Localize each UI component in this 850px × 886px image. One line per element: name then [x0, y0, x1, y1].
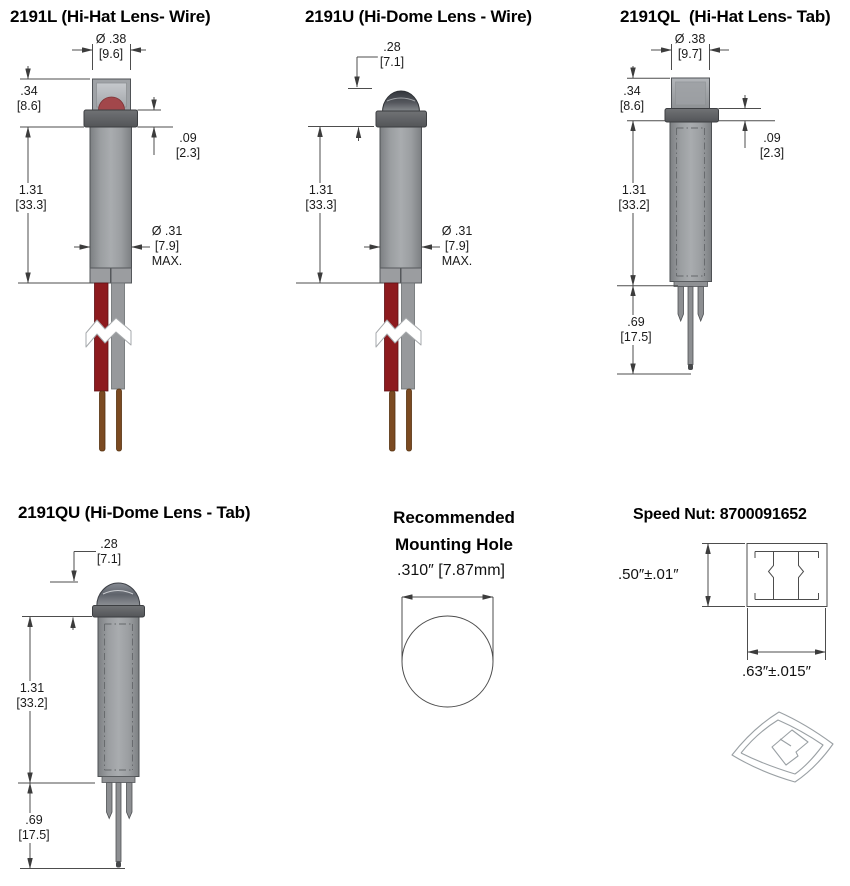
body-cylinder	[89, 126, 132, 269]
dim-2191ql-body-length: 1.31[33.2]	[616, 183, 652, 213]
wire-sleeve-left	[89, 267, 111, 284]
drawing-mounting-hole	[401, 594, 494, 708]
pin-tip	[688, 364, 693, 370]
dimension-lines-2191qu	[18, 551, 125, 869]
body-cylinder	[379, 126, 422, 269]
bare-lead-left	[389, 390, 396, 452]
base-step	[101, 776, 136, 783]
lens-hi-dome	[381, 90, 421, 113]
hidden-lines	[104, 623, 133, 771]
title-2191u: 2191U (Hi-Dome Lens - Wire)	[305, 7, 532, 26]
bare-lead-left	[99, 390, 106, 452]
tab-pin-center	[115, 782, 122, 862]
speed-nut-3d-sketch	[731, 711, 834, 783]
mounting-hole-title-line2: Mounting Hole	[394, 535, 514, 555]
dim-2191ql-tab-length: .69[17.5]	[618, 315, 654, 345]
dim-2191ql-collar: .09[2.3]	[757, 131, 787, 161]
dim-speed-nut-height: .50″±.01″	[618, 566, 679, 583]
pin-tip	[116, 861, 121, 868]
dim-2191ql-hat-height: .34[8.6]	[617, 84, 647, 114]
wire-break-symbol	[85, 317, 132, 348]
collar-flange	[92, 605, 145, 618]
dim-2191u-body-length: 1.31[33.3]	[303, 183, 339, 213]
drawing-2191ql	[617, 44, 775, 375]
mounting-hole-diameter: .310″ [7.87mm]	[397, 562, 505, 579]
tab-pin-left	[106, 782, 113, 820]
drawing-2191u	[296, 56, 440, 452]
dim-2191l-body-length: 1.31[33.3]	[13, 183, 49, 213]
dome-highlight	[102, 590, 134, 595]
base-step	[673, 281, 708, 287]
hidden-lines	[676, 127, 705, 277]
mounting-hole-circle	[401, 615, 494, 708]
drawing-2191qu	[18, 551, 145, 869]
dim-2191u-dome-height: .28[7.1]	[377, 40, 407, 70]
collar-flange	[664, 108, 719, 123]
dim-2191ql-lens-diameter: Ø .38[9.7]	[672, 32, 708, 62]
dim-2191l-hat-height: .34[8.6]	[14, 84, 44, 114]
wire-sleeve-right	[110, 267, 132, 284]
mounting-hole-title-line1: Recommended	[393, 508, 515, 527]
dome-highlight	[386, 97, 416, 102]
dim-2191qu-tab-length: .69[17.5]	[16, 813, 52, 843]
dim-2191l-collar: .09[2.3]	[173, 131, 203, 161]
drawing-speed-nut	[702, 543, 834, 783]
dim-2191qu-body-length: 1.31[33.2]	[14, 681, 50, 711]
dim-2191u-body-diameter: Ø .31[7.9]MAX.	[439, 224, 475, 269]
speed-nut-prongs	[754, 551, 819, 600]
bare-lead-right	[406, 388, 412, 452]
tab-pin-left	[677, 286, 684, 323]
title-2191ql: 2191QL (Hi-Hat Lens- Tab)	[620, 7, 831, 26]
lens-inner	[675, 81, 706, 106]
collar-flange	[375, 110, 427, 128]
title-mounting-hole: Recommended Mounting Hole	[393, 504, 515, 558]
speed-nut-outline	[746, 543, 828, 607]
tab-pin-right	[697, 286, 704, 323]
lens-hi-dome	[96, 582, 141, 607]
title-speed-nut: Speed Nut: 8700091652	[633, 506, 807, 523]
title-2191l: 2191L (Hi-Hat Lens- Wire)	[10, 7, 211, 26]
bare-lead-right	[116, 388, 122, 452]
wire-sleeve-right	[400, 267, 422, 284]
wire-break-symbol	[375, 317, 422, 348]
dim-speed-nut-width: .63″±.015″	[742, 663, 811, 680]
tab-pin-right	[126, 782, 133, 820]
tab-pin-center	[687, 286, 694, 365]
collar-flange	[83, 109, 138, 128]
wire-sleeve-left	[379, 267, 401, 284]
drawing-2191l	[18, 44, 173, 452]
dim-2191qu-dome-height: .28[7.1]	[94, 537, 124, 567]
dim-2191l-lens-diameter: Ø .38[9.6]	[93, 32, 129, 62]
dim-2191l-body-diameter: Ø .31[7.9]MAX.	[149, 224, 185, 269]
title-2191qu: 2191QU (Hi-Dome Lens - Tab)	[18, 503, 251, 522]
